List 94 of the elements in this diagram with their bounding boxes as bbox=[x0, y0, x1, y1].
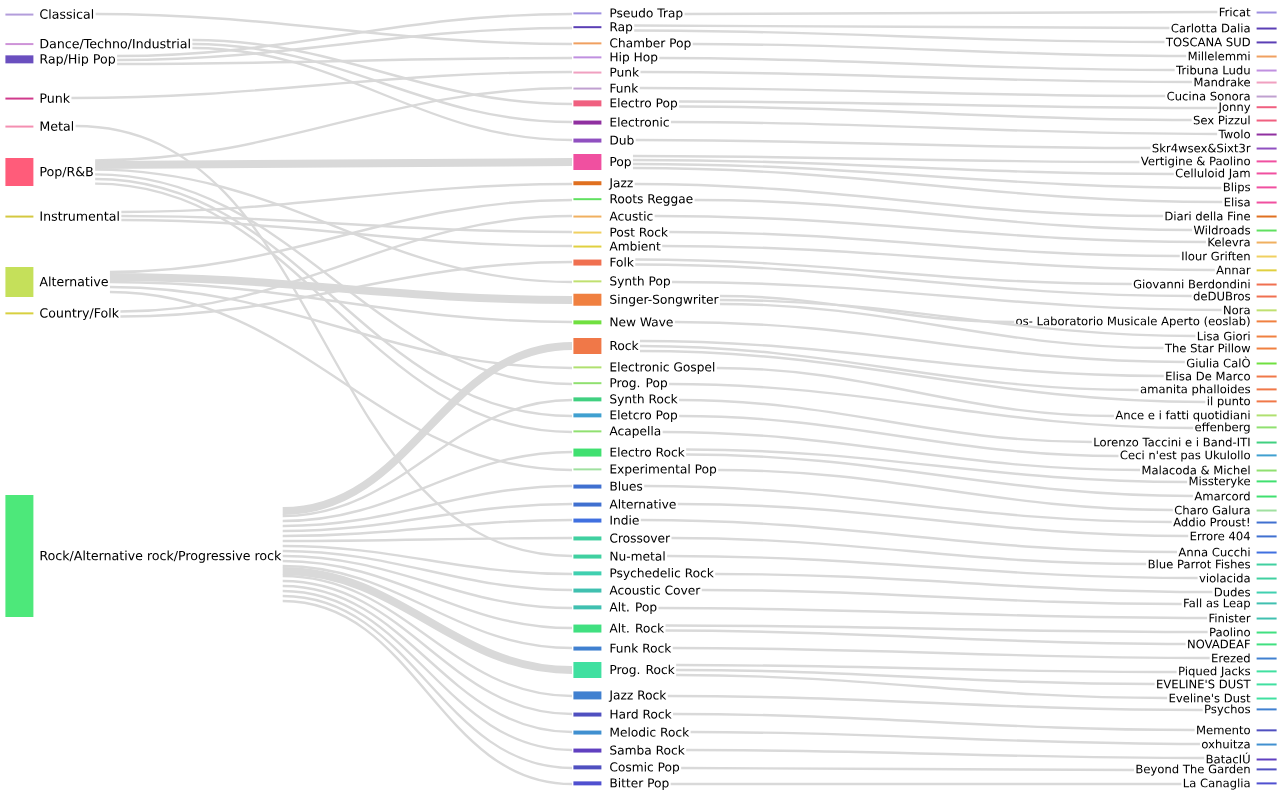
flow-band bbox=[719, 298, 1196, 338]
flow-band bbox=[676, 663, 1177, 674]
flow-band bbox=[670, 120, 1218, 136]
flow-band bbox=[282, 544, 573, 576]
flow-band bbox=[690, 730, 1200, 746]
flow-band bbox=[667, 554, 1198, 580]
flow-band bbox=[121, 182, 572, 214]
flow-band bbox=[192, 42, 573, 124]
flow-band bbox=[719, 294, 1015, 324]
flow-band bbox=[634, 182, 1163, 218]
flow-band bbox=[635, 138, 1151, 150]
flow-band bbox=[282, 342, 573, 515]
flow-band bbox=[282, 536, 572, 543]
flow-band bbox=[679, 100, 1218, 110]
flow-band bbox=[282, 567, 573, 674]
flow-band bbox=[692, 42, 1187, 58]
flow-band bbox=[121, 214, 572, 234]
flow-band bbox=[679, 398, 1092, 444]
flow-band bbox=[632, 162, 1222, 190]
flow-band bbox=[684, 10, 1218, 16]
flow-band bbox=[672, 646, 1210, 660]
flow-band bbox=[701, 588, 1182, 606]
flow-band bbox=[669, 382, 1194, 430]
flow-band bbox=[109, 198, 573, 274]
flow-band bbox=[667, 694, 1203, 712]
flow-band bbox=[109, 273, 573, 304]
flow-band bbox=[679, 105, 1192, 122]
flow-band bbox=[674, 320, 1185, 364]
flow-band bbox=[672, 280, 1222, 312]
flow-band bbox=[282, 574, 573, 698]
flow-band bbox=[662, 430, 1141, 472]
flow-band bbox=[95, 168, 573, 284]
flow-band bbox=[639, 349, 1206, 404]
flow-band bbox=[677, 502, 1189, 538]
flow-band bbox=[669, 230, 1180, 258]
flow-band bbox=[632, 166, 1223, 204]
flow-band bbox=[120, 214, 573, 313]
flow-band bbox=[639, 86, 1166, 98]
flow-band bbox=[658, 606, 1208, 620]
flow-band bbox=[282, 518, 572, 538]
flow-band bbox=[282, 484, 573, 528]
flow-band bbox=[282, 564, 573, 650]
flow-band bbox=[95, 12, 572, 46]
flow-band bbox=[282, 398, 573, 518]
flow-band bbox=[109, 285, 573, 370]
flow-band bbox=[715, 572, 1213, 594]
flow-band bbox=[654, 214, 1206, 244]
flow-band bbox=[71, 70, 572, 100]
flow-band bbox=[640, 518, 1177, 554]
flow-band bbox=[632, 158, 1174, 176]
flow-band bbox=[662, 244, 1215, 272]
flow-band bbox=[109, 280, 573, 324]
flow-band bbox=[686, 748, 1205, 760]
flow-band bbox=[117, 12, 573, 58]
flow-band bbox=[686, 448, 1188, 484]
flow-band bbox=[282, 559, 573, 630]
flow-band bbox=[679, 414, 1119, 458]
flow-band bbox=[634, 24, 1170, 30]
flow-band bbox=[117, 56, 572, 66]
flow-band bbox=[718, 468, 1173, 512]
flow-band bbox=[120, 260, 573, 318]
flow-band bbox=[686, 453, 1193, 498]
flow-band bbox=[640, 70, 1193, 84]
flow-band bbox=[665, 624, 1208, 634]
flow-band bbox=[665, 629, 1186, 646]
flow-band bbox=[635, 258, 1132, 286]
flow-band bbox=[676, 668, 1155, 686]
flow-band bbox=[716, 366, 1114, 418]
flow-band bbox=[121, 218, 572, 248]
flow-band bbox=[676, 673, 1168, 700]
flow-band bbox=[282, 554, 573, 610]
flow-band bbox=[639, 339, 1164, 378]
flow-band bbox=[671, 536, 1147, 566]
flow-band bbox=[694, 198, 1193, 232]
flow-band bbox=[75, 124, 573, 558]
flow-band bbox=[282, 502, 573, 533]
flow-band bbox=[95, 86, 573, 162]
flow-band bbox=[644, 484, 1172, 524]
flow-band bbox=[681, 766, 1134, 772]
flow-band bbox=[670, 782, 1182, 786]
flow-band bbox=[192, 38, 573, 106]
flow-band bbox=[632, 154, 1140, 164]
flow-band bbox=[282, 450, 573, 523]
flow-band bbox=[117, 26, 572, 62]
flow-band bbox=[639, 344, 1139, 392]
flow-band bbox=[635, 263, 1192, 298]
flow-band bbox=[634, 29, 1165, 44]
flow-band bbox=[719, 302, 1164, 350]
flow-band bbox=[282, 549, 573, 592]
flow-band bbox=[95, 158, 572, 169]
flow-band bbox=[192, 46, 573, 142]
flow-band bbox=[109, 290, 573, 472]
flow-band bbox=[673, 712, 1195, 732]
flow-band bbox=[659, 56, 1175, 72]
